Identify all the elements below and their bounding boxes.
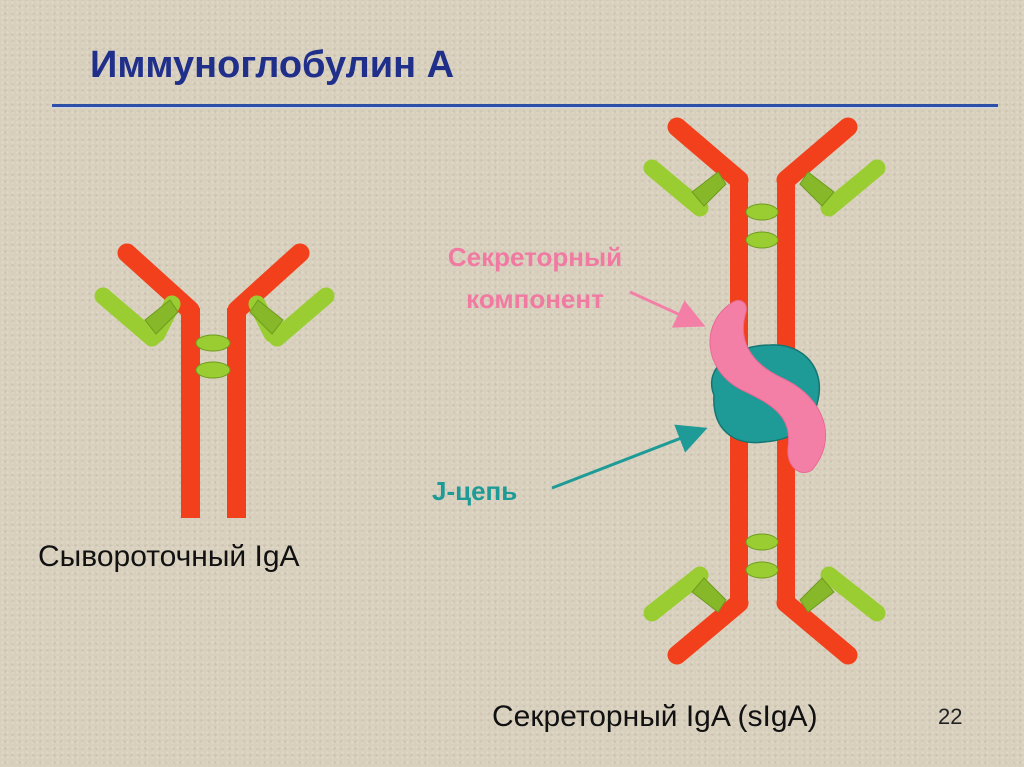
dimer-bottom-light-left-joint — [691, 577, 727, 613]
secretory-component-label: Секреторный компонент — [410, 236, 660, 320]
heavy-chain-right — [227, 308, 246, 518]
light-chain-right-joint — [249, 299, 284, 335]
light-chain-left-joint — [144, 299, 179, 335]
dimer-bottom-bond-1 — [745, 533, 779, 551]
light-chain-left — [94, 287, 161, 347]
secretory-iga-caption: Секреторный IgA (sIgA) — [492, 700, 818, 733]
heavy-chain-left — [181, 308, 200, 518]
dimer-top-light-left — [643, 159, 709, 217]
dimer-top-light-left-joint — [691, 171, 727, 207]
secretory-component — [709, 299, 827, 473]
light-chain-right — [268, 287, 335, 347]
title-divider — [52, 104, 998, 108]
secretory-component-label-line2: компонент — [466, 284, 604, 314]
slide-number: 22 — [938, 704, 963, 729]
dimer-top-arm-right — [776, 117, 858, 190]
heavy-chain-arm-left — [117, 243, 200, 320]
j-chain-label: J-цепь — [432, 476, 518, 506]
page-title: Иммуноглобулин А — [90, 44, 455, 86]
dimer-top-bond-2 — [745, 231, 779, 249]
dimer-top-light-right-joint — [799, 171, 835, 207]
dimer-top-bond-1 — [745, 203, 779, 221]
secretory-iga-molecule — [551, 117, 886, 665]
secretory-component-label-line1: Секреторный — [447, 242, 623, 272]
dimer-top-light-right — [820, 159, 886, 217]
dimer-bottom-light-right — [820, 566, 886, 622]
heavy-chain-arm-right — [227, 243, 310, 320]
dimer-bottom-arm-left — [667, 593, 749, 665]
dimer-bottom-arm-right — [776, 593, 858, 665]
secretory-component-arrow — [629, 290, 706, 328]
hinge-bond-1 — [195, 334, 231, 352]
dimer-top-arm-left — [667, 117, 749, 190]
dimer-bottom-light-left — [643, 566, 709, 622]
serum-iga-caption: Сывороточный IgA — [38, 540, 300, 573]
serum-iga-molecule — [94, 243, 335, 518]
dimer-bottom-bond-2 — [745, 561, 779, 579]
dimer-bottom-light-right-joint — [799, 577, 835, 613]
j-chain-arrow — [551, 424, 708, 490]
hinge-bond-2 — [195, 361, 231, 379]
